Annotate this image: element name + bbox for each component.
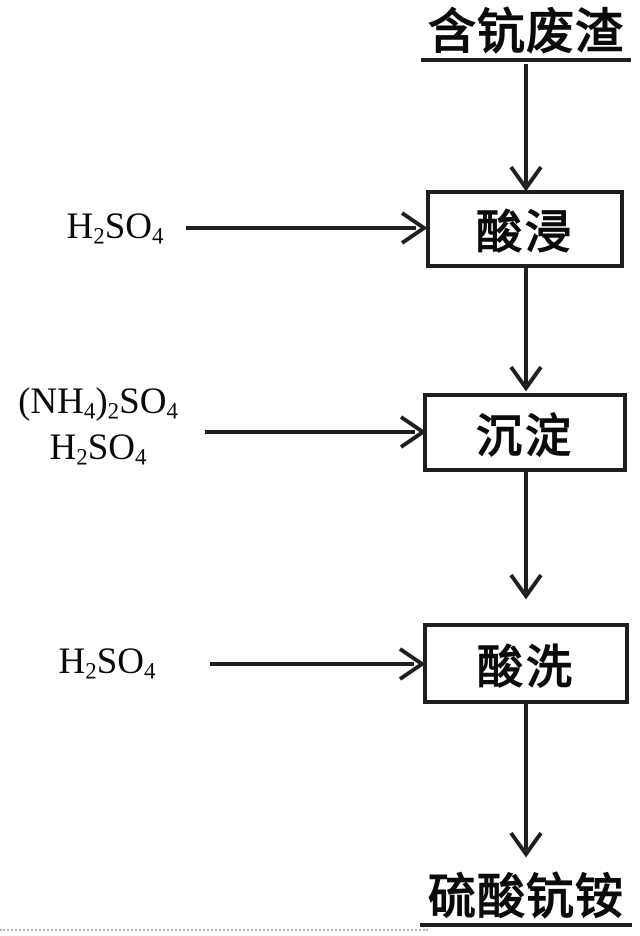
- arrow-ammonium-sulfate-to-precipitation: [205, 415, 427, 449]
- step-box-acid-wash: 酸洗: [423, 623, 629, 704]
- scan-artifact-dotted-line: [0, 929, 428, 931]
- arrow-precipitation-to-acid-wash: [509, 472, 543, 600]
- arrow-acid-wash-to-product: [509, 704, 543, 858]
- formula-h2so4: H2SO4: [49, 427, 147, 470]
- step-box-precipitation: 沉淀: [423, 393, 627, 472]
- arrow-leaching-to-precipitation: [509, 268, 543, 392]
- step-box-leaching: 酸浸: [426, 190, 624, 268]
- step-label-acid-wash: 酸洗: [477, 639, 575, 694]
- flow-source-label: 含钪废渣: [421, 6, 631, 62]
- arrow-h2so4-to-acid-wash: [210, 647, 426, 681]
- arrow-source-to-leaching: [509, 64, 543, 192]
- reagent-label-h2so4-acid-wash: H2SO4: [47, 639, 167, 685]
- reagent-label-h2so4-leaching: H2SO4: [55, 204, 175, 250]
- arrow-h2so4-to-leaching: [186, 211, 428, 245]
- flow-product-label: 硫酸钪铵: [420, 871, 632, 927]
- step-label-precipitation: 沉淀: [476, 408, 574, 463]
- formula-h2so4: H2SO4: [58, 641, 156, 684]
- formula-h2so4: H2SO4: [66, 206, 164, 249]
- step-label-leaching: 酸浸: [476, 205, 574, 259]
- reagent-label-precipitation: (NH4)2SO4 H2SO4: [0, 379, 196, 471]
- formula-ammonium-sulfate: (NH4)2SO4: [18, 381, 178, 424]
